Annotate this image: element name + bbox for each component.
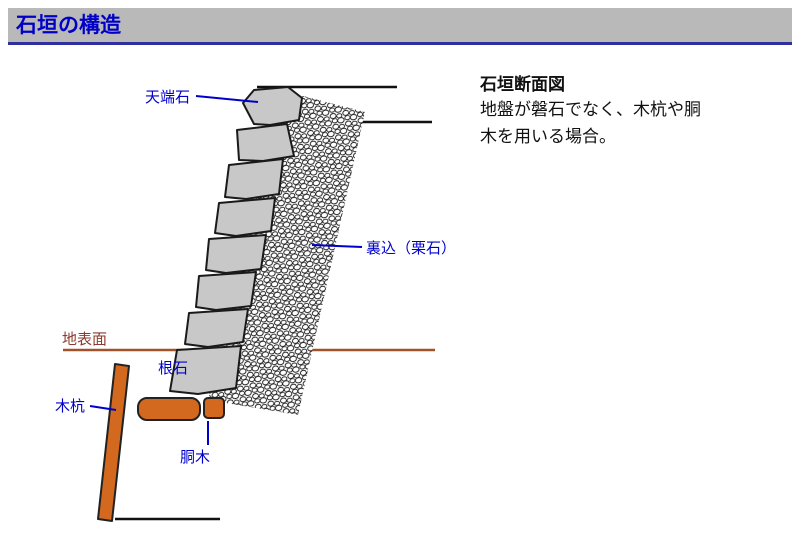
stone	[205, 234, 267, 274]
stone-base	[169, 345, 242, 395]
stone	[184, 308, 249, 348]
description-body: 地盤が磐石でなく、木杭や胴木を用いる場合。	[480, 100, 701, 148]
stone	[236, 123, 295, 162]
top-stone-label: 天端石	[145, 88, 190, 106]
wood-pile-label: 木杭	[55, 397, 85, 415]
ground-surface-label: 地表面	[62, 330, 107, 348]
body-logs	[137, 397, 225, 421]
body-log-label: 胴木	[180, 448, 210, 466]
stone-top	[242, 86, 303, 126]
backfill-pebbles	[208, 90, 365, 415]
base-stone-label: 根石	[158, 359, 188, 377]
top-stone-leader	[195, 95, 259, 103]
backfill-label: 裏込（栗石）	[366, 239, 456, 257]
stone-wall	[169, 86, 303, 395]
stone	[195, 271, 257, 311]
stone-wall-diagram: 天端石 裏込（栗石） 地表面 根石 木杭 胴木	[55, 85, 456, 522]
description: 石垣断面図 地盤が磐石でなく、木杭や胴木を用いる場合。	[480, 70, 715, 151]
page-title: 石垣の構造	[16, 13, 121, 37]
stone	[224, 158, 284, 200]
description-title: 石垣断面図	[480, 75, 565, 95]
wood-pile-leader	[89, 405, 117, 411]
wood-pile	[97, 363, 130, 522]
backfill-leader	[311, 244, 363, 248]
header-bar: 石垣の構造	[8, 8, 792, 46]
stone	[214, 197, 276, 237]
